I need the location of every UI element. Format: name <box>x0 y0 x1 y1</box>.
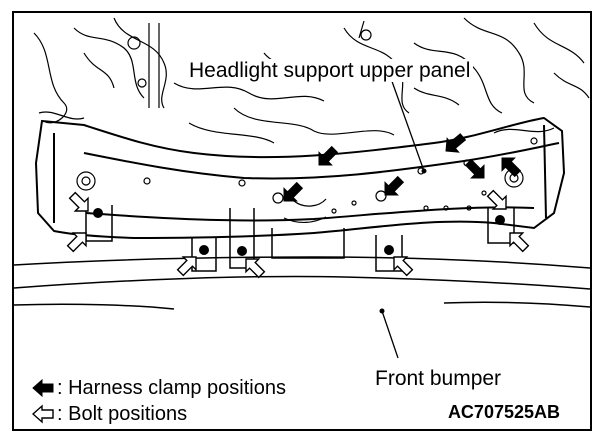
outline-arrow-icon <box>32 404 54 424</box>
headlight-support-upper-panel-label: Headlight support upper panel <box>186 59 474 82</box>
solid-arrow-icon <box>32 378 54 398</box>
engine-bay-illustration <box>14 17 590 359</box>
front-bumper-label: Front bumper <box>372 367 505 390</box>
figure-code: AC707525AB <box>445 401 562 424</box>
legend: : Harness clamp positions : Bolt positio… <box>30 373 292 429</box>
legend-item-bolt: : Bolt positions <box>32 401 286 427</box>
diagram-frame: Headlight support upper panel Front bump… <box>12 11 592 431</box>
legend-bolt-text: : Bolt positions <box>57 402 188 425</box>
legend-harness-clamp-text: : Harness clamp positions <box>57 376 286 399</box>
legend-item-harness-clamp: : Harness clamp positions <box>32 375 286 401</box>
